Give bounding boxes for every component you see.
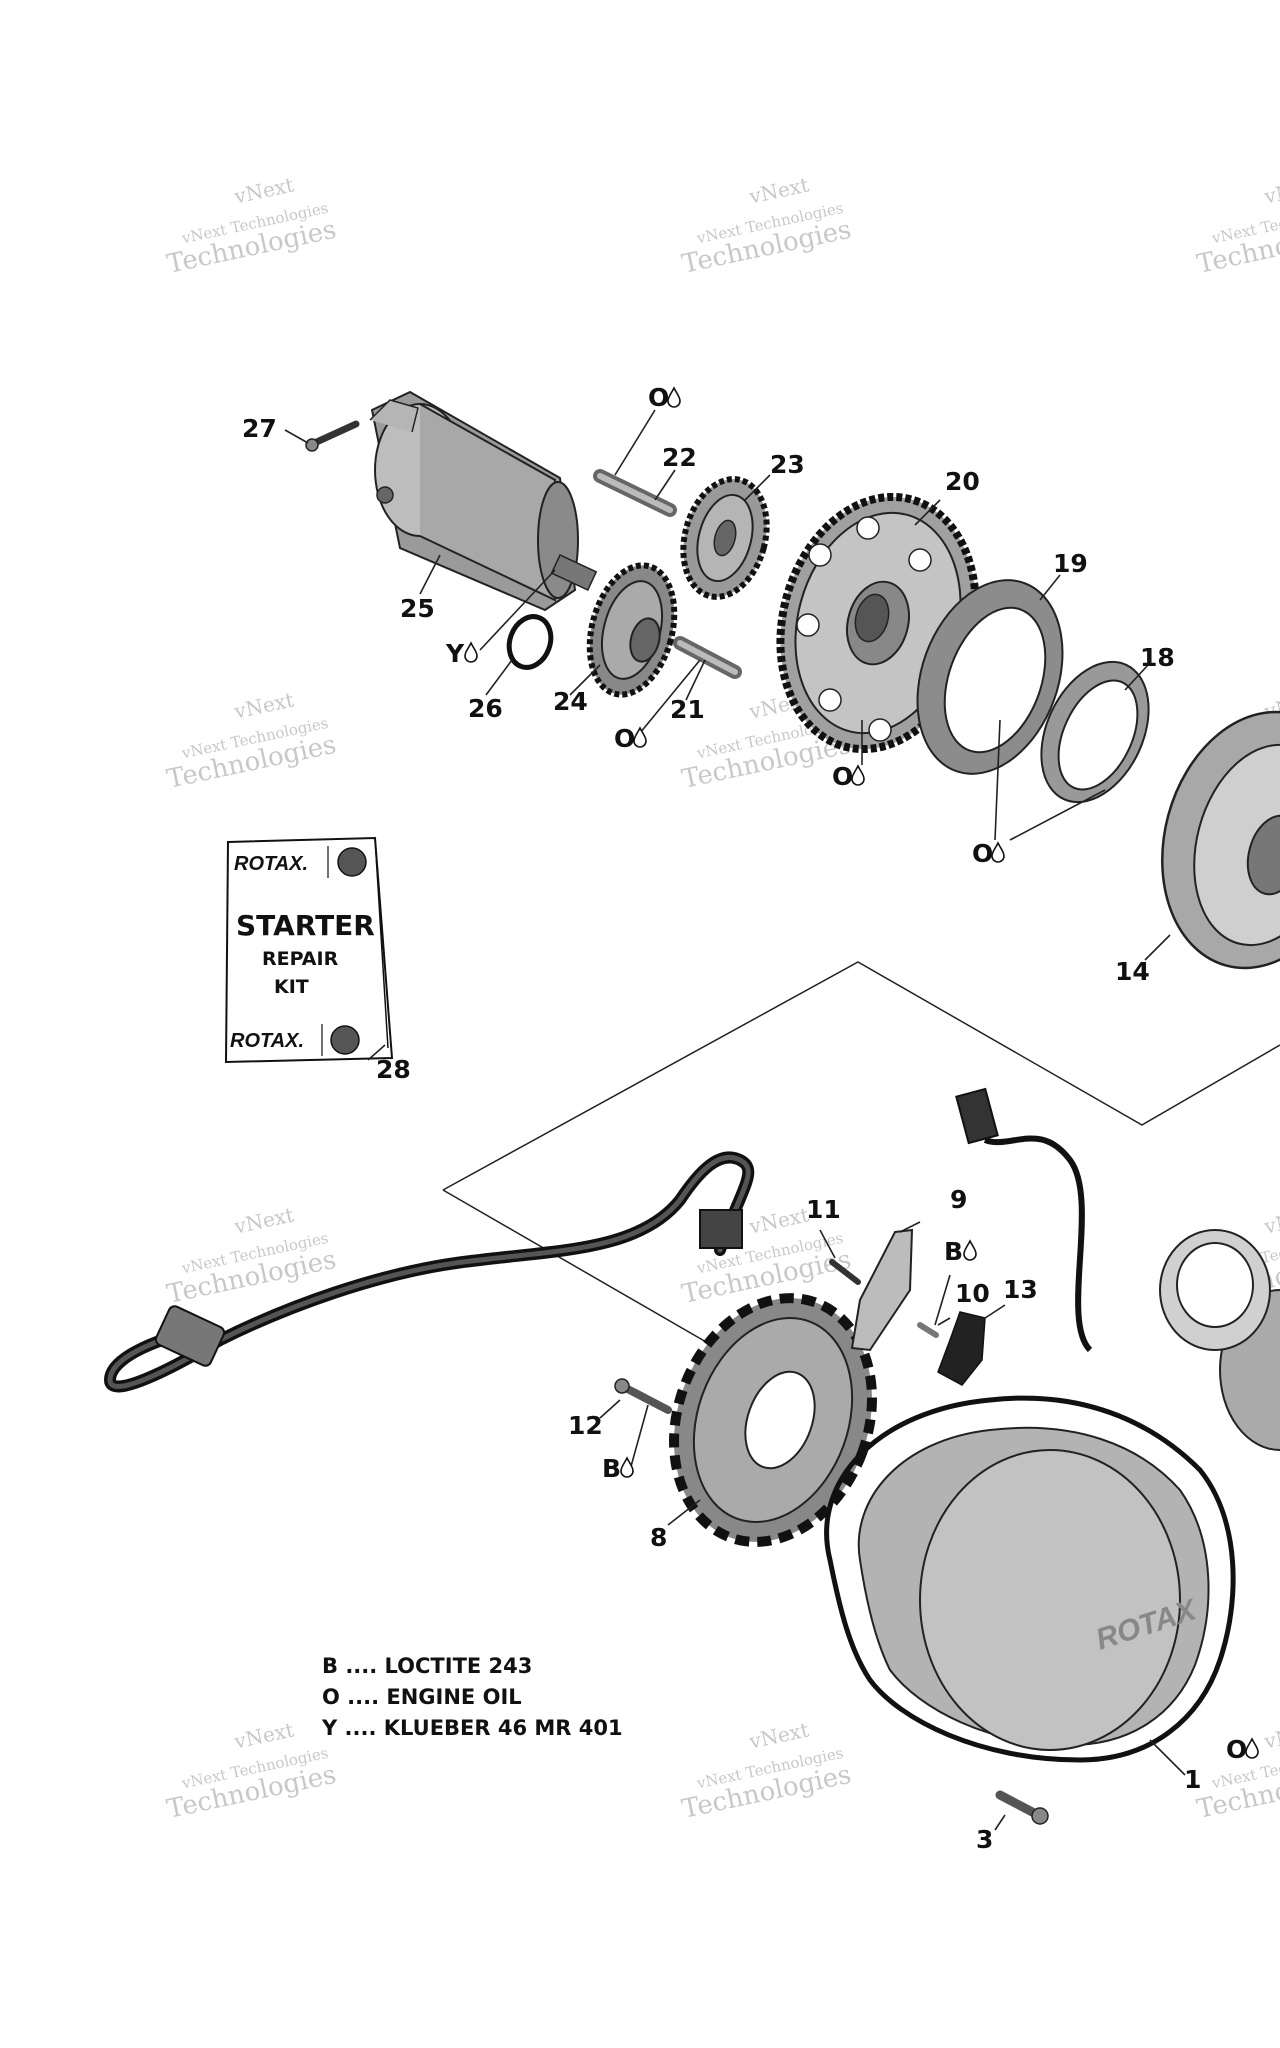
svg-text:B: B [944,1237,963,1266]
part-26-o-ring [506,614,554,670]
callout-28: 28 [376,1055,411,1084]
part-12-bolt [614,1378,672,1414]
svg-text:B: B [602,1454,621,1483]
part-27-bolt [305,420,360,452]
oil-mark: O [1226,1735,1259,1764]
assembly-plane-outline [442,961,1280,1191]
watermark: vNext vNext Technologies Technologies [164,1203,339,1310]
svg-text:vNext: vNext [746,173,811,209]
callout-12: 12 [568,1411,603,1440]
callout-27: 27 [242,414,277,443]
legend-item: O .... ENGINE OIL [322,1685,522,1709]
watermark: vNext vNext Technologies Technologies [164,1718,339,1825]
svg-text:Y: Y [445,639,465,668]
part-18-bearing [1040,660,1150,804]
kit-title: STARTER [236,909,375,942]
loctite-mark: B [944,1237,977,1266]
part-14-flywheel [1161,710,1280,970]
starter-repair-kit-card: ROTAX. STARTER REPAIR KIT ROTAX. [224,836,394,1064]
watermark: vNext vNext Technologies Technologies [164,688,339,795]
kit-logo-bottom-icon [330,1025,360,1055]
part-22-pin [593,469,677,517]
oil-mark: O [832,762,865,791]
part-11-screw [829,1259,861,1285]
callout-23: 23 [770,450,805,479]
callout-13: 13 [1003,1275,1038,1304]
callout-26: 26 [468,694,503,723]
callout-18: 18 [1140,643,1175,672]
callout-24: 24 [553,687,588,716]
svg-text:O: O [1226,1735,1247,1764]
svg-text:vNext: vNext [231,1203,296,1239]
klueber-mark: Y [445,639,478,668]
callout-10: 10 [955,1279,990,1308]
watermark: vNext vNext Technologies Technologies [164,173,339,280]
oil-mark: O [648,383,681,412]
svg-text:O: O [648,383,669,412]
callout-3: 3 [976,1825,993,1854]
lubricant-legend: B .... LOCTITE 243 O .... ENGINE OIL Y .… [321,1654,623,1740]
kit-line2: REPAIR [262,948,339,970]
svg-text:vNext: vNext [1261,173,1280,209]
callout-21: 21 [670,695,705,724]
wiring-harness [103,1151,755,1393]
part-3-bolt [995,1790,1049,1825]
oil-mark: O [614,724,647,753]
svg-text:O: O [614,724,635,753]
oil-mark: O [972,839,1005,868]
kit-line3: KIT [274,976,309,998]
part-10-screw [917,1322,939,1338]
callout-20: 20 [945,467,980,496]
legend-item: Y .... KLUEBER 46 MR 401 [321,1716,623,1740]
callouts: 27 25 26 24 21 22 23 20 19 18 14 28 9 11… [242,414,1201,1854]
part-13-grommet [937,1311,986,1386]
part-25-starter-motor [369,390,598,612]
part-24-gear [586,562,678,698]
watermark: vNext vNext Technologies Technologies [679,173,854,280]
lubricant-marks: O Y O O O B B O [445,383,1259,1764]
callout-8: 8 [650,1523,667,1552]
part-9-plate [850,1228,914,1352]
kit-brand-bottom: ROTAX. [230,1030,304,1052]
svg-text:vNext: vNext [746,1718,811,1754]
callout-14: 14 [1115,957,1150,986]
callout-22: 22 [662,443,697,472]
part-1-cover: ROTAX [824,1229,1280,1763]
kit-brand-top: ROTAX. [234,853,308,875]
callout-11: 11 [806,1195,841,1224]
assembly-plane-edge [442,1189,721,1351]
sensor-wire [955,1087,1093,1353]
callout-25: 25 [400,594,435,623]
svg-text:O: O [832,762,853,791]
svg-text:vNext: vNext [1261,1203,1280,1239]
watermark: vNext vNext Technologies Technologies [1194,173,1280,280]
callout-1: 1 [1184,1765,1201,1794]
svg-text:vNext: vNext [231,688,296,724]
svg-text:vNext: vNext [231,173,296,209]
part-21-pin [673,636,742,679]
loctite-mark: B [602,1454,634,1483]
callout-19: 19 [1053,549,1088,578]
svg-text:vNext: vNext [1261,1718,1280,1754]
watermark: vNext vNext Technologies Technologies [679,1718,854,1825]
svg-text:O: O [972,839,993,868]
part-19-washer [916,579,1064,775]
kit-logo-top-icon [337,847,367,877]
leader-lines [284,409,1186,1831]
callout-9: 9 [950,1185,967,1214]
legend-item: B .... LOCTITE 243 [322,1654,532,1678]
part-23-gear [680,476,770,600]
svg-text:vNext: vNext [746,1203,811,1239]
svg-text:vNext: vNext [231,1718,296,1754]
